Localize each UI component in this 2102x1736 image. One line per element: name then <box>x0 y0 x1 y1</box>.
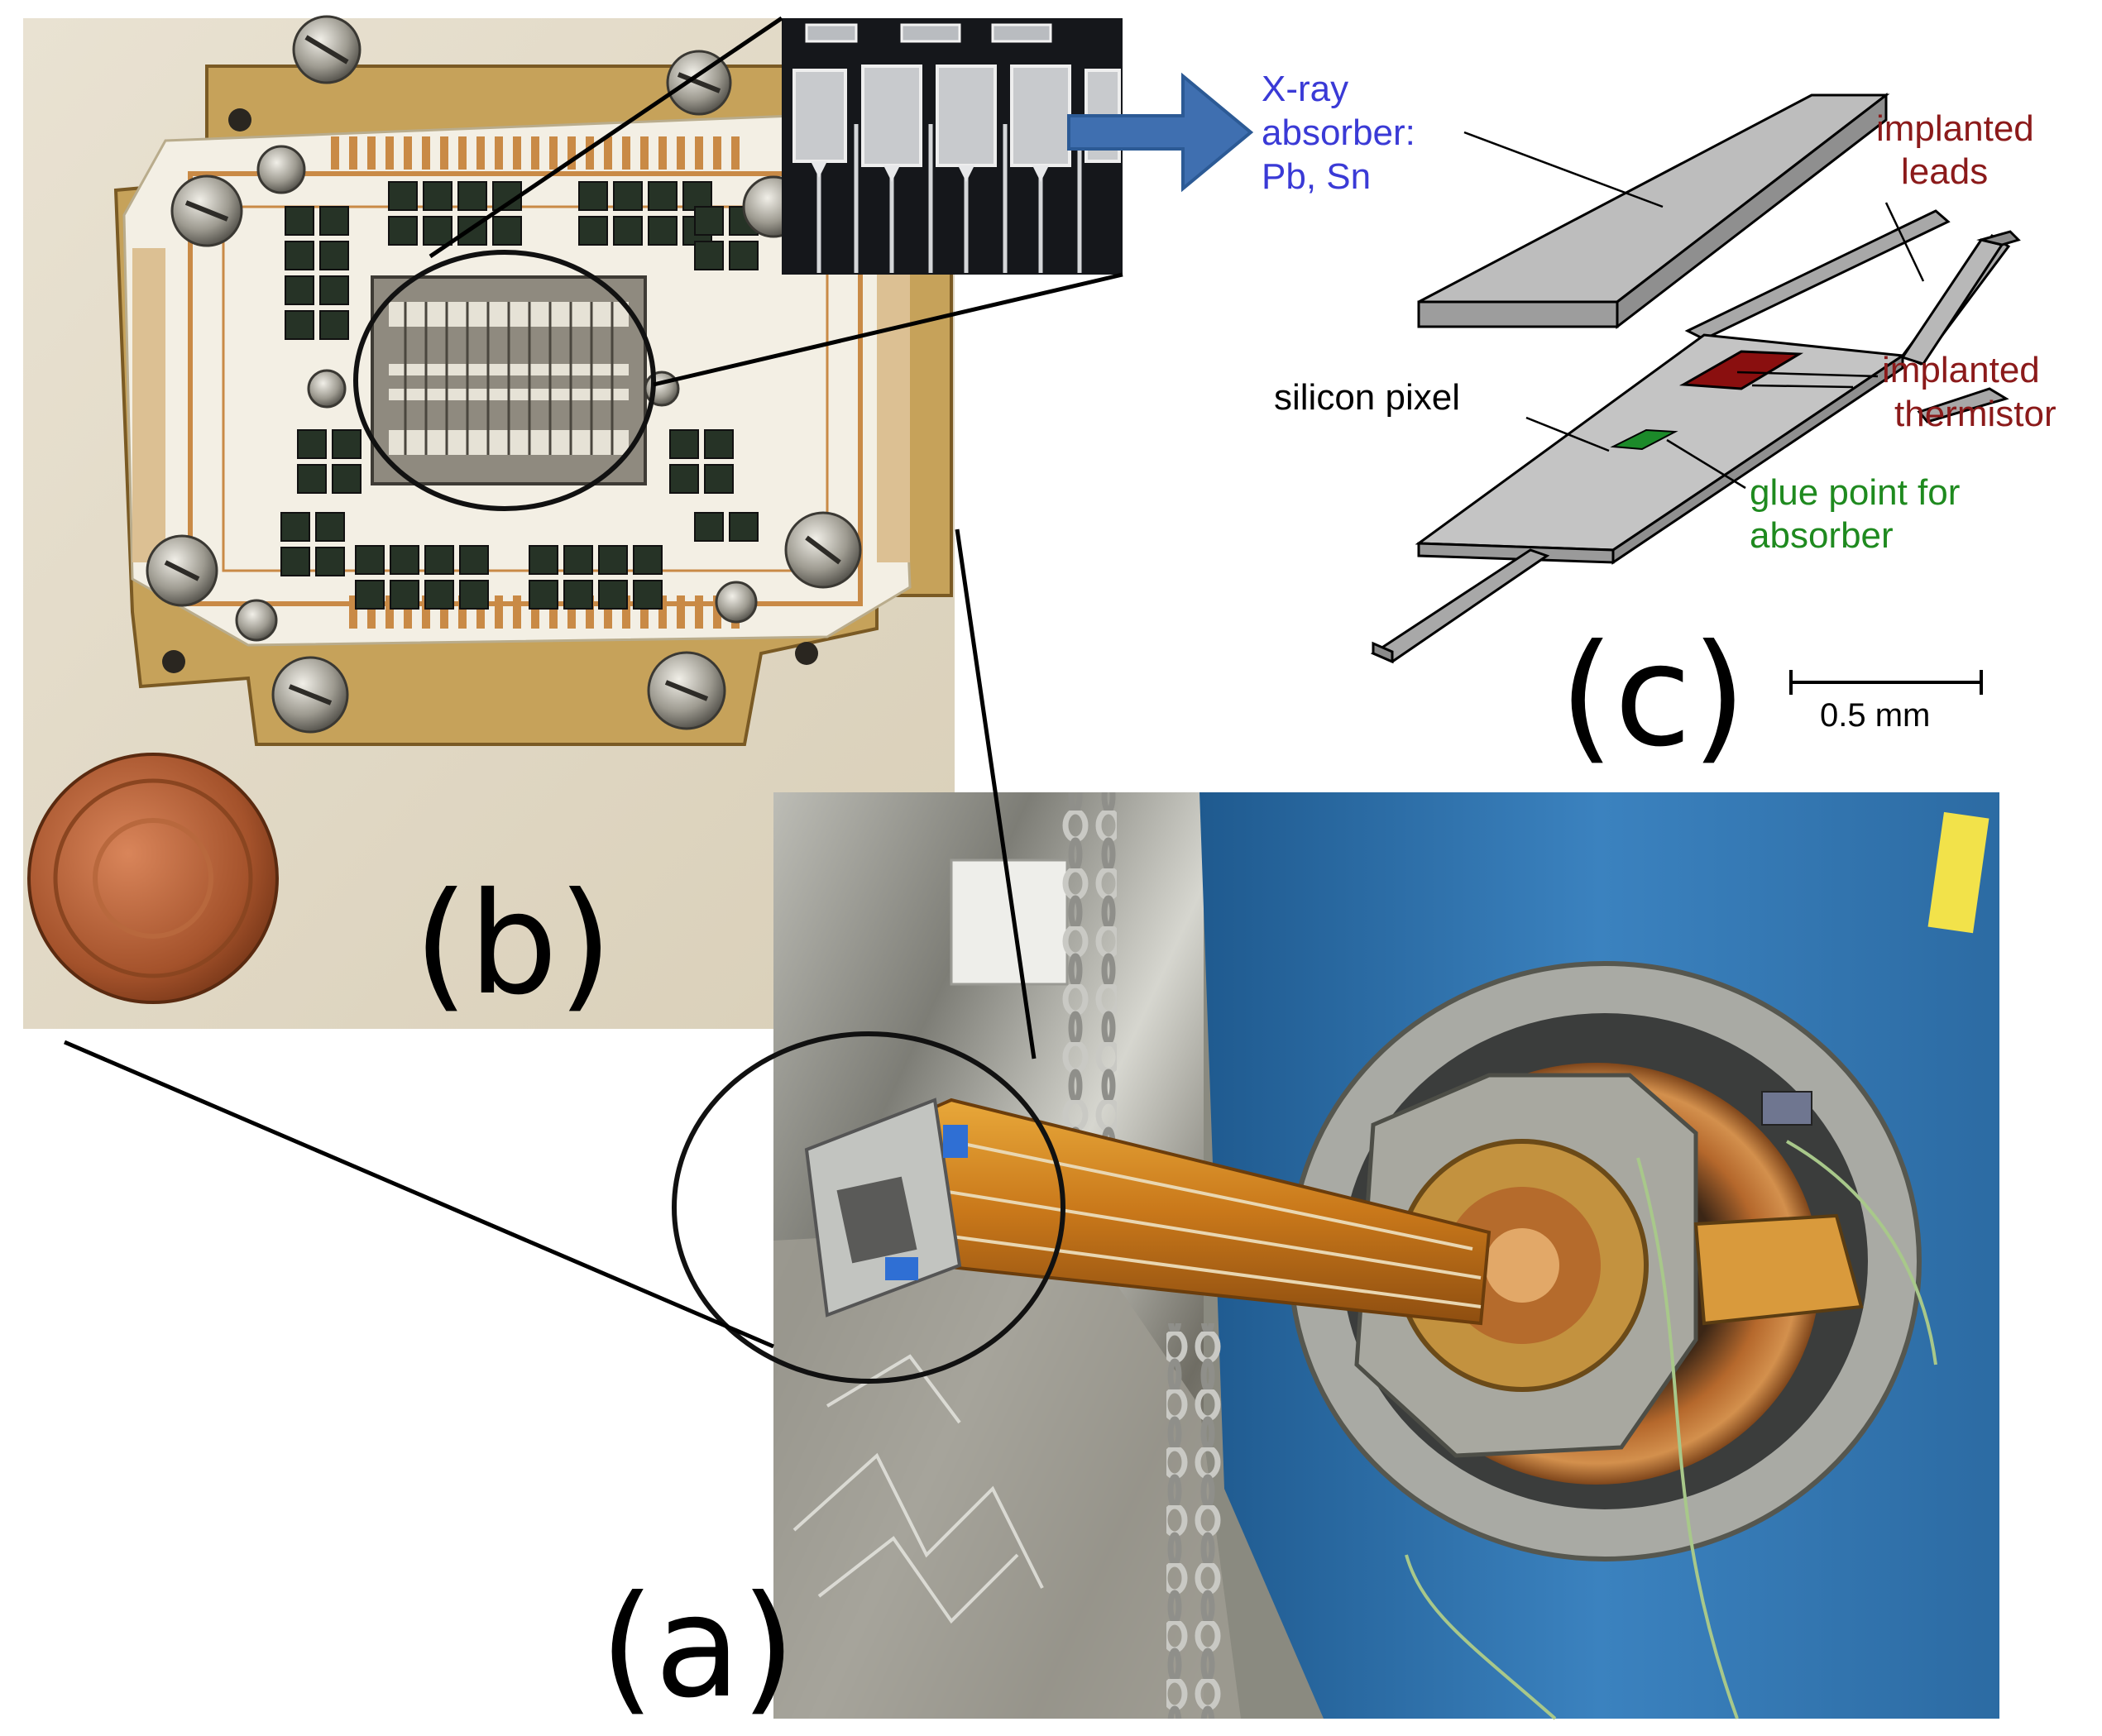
label-leads-2: leads <box>1901 151 1988 192</box>
scale-bar-label: 0.5 mm <box>1820 697 1930 734</box>
zoom-circle-b <box>353 250 656 511</box>
panel-label-c: (c) <box>1559 615 1746 778</box>
silicon-pixel <box>1370 209 2021 664</box>
zoom-arrow-icon <box>1067 72 1254 193</box>
label-absorber-1: X-ray <box>1262 69 1348 109</box>
label-silicon-pixel: silicon pixel <box>1274 377 1460 418</box>
label-glue-1: glue point for <box>1750 472 1960 513</box>
label-thermistor-1: implanted <box>1882 350 2040 390</box>
label-thermistor-2: thermistor <box>1894 394 2057 434</box>
label-absorber-2: absorber: <box>1262 112 1415 153</box>
glue-point-patch <box>1610 428 1678 451</box>
scale-bar <box>1789 670 1983 695</box>
panel-label-a: (a) <box>600 1566 796 1729</box>
panel-a-photo <box>773 792 1999 1720</box>
thermistor-patch <box>1678 350 1804 390</box>
label-glue-2: absorber <box>1750 515 1894 556</box>
panel-c-schematic: X-ray absorber: Pb, Sn implanted leads i… <box>1262 69 2057 734</box>
label-absorber-3: Pb, Sn <box>1262 156 1371 197</box>
label-leads-1: implanted <box>1876 108 2034 149</box>
zoom-line-b-bottom <box>653 272 1123 387</box>
zoom-line-b-top <box>429 16 783 259</box>
zoom-line-a-left <box>64 1040 774 1349</box>
zoom-circle-a <box>672 1031 1065 1384</box>
absorber-slab <box>1417 92 1890 330</box>
panel-label-b: (b) <box>414 863 613 1026</box>
zoom-line-a-right <box>955 528 1037 1059</box>
